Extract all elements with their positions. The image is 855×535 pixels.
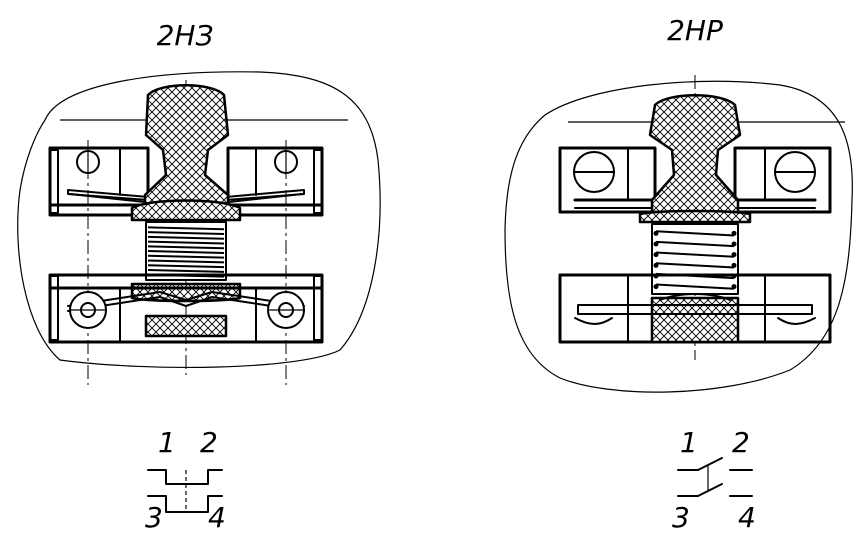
- spring-coil-end: [653, 262, 659, 268]
- spring-coil: [655, 251, 735, 258]
- right-title: 2НР: [667, 14, 723, 47]
- spring-coil-end: [653, 284, 659, 290]
- spring-coil-end: [731, 241, 737, 247]
- right-panel-2nr: 2НР: [504, 14, 853, 534]
- left-plunger: [143, 84, 230, 212]
- right-schematic-symbol: 1 2 3 4: [672, 426, 756, 534]
- spring-coil: [147, 264, 225, 269]
- spring-coil: [655, 240, 735, 248]
- left-terminal-2: 2: [200, 426, 218, 459]
- left-terminal-3: 3: [145, 501, 163, 530]
- right-terminal-3: 3: [672, 501, 690, 530]
- spring-coil-end: [653, 252, 659, 258]
- spring-coil-end: [731, 252, 737, 258]
- left-upper-moving-plate: [130, 199, 242, 222]
- spring-coil: [655, 283, 735, 290]
- spring-coil: [147, 254, 225, 259]
- spring-coil: [655, 262, 735, 269]
- left-terminal-4: 4: [208, 501, 226, 530]
- spring-coil-end: [731, 284, 737, 290]
- spring-coil: [147, 231, 225, 236]
- left-title: 2НЗ: [157, 19, 214, 52]
- right-upper-screws: [573, 151, 816, 193]
- left-schematic-symbol: 1 2 3 4: [145, 426, 226, 534]
- right-terminal-2: 2: [732, 426, 750, 459]
- left-break-outline: [17, 71, 381, 369]
- spring-coil: [147, 259, 225, 264]
- right-plunger: [648, 94, 742, 214]
- spring-coil: [147, 240, 225, 245]
- right-terminal-4: 4: [738, 501, 756, 530]
- spring-coil-end: [731, 230, 737, 236]
- left-upper-screws: [76, 150, 298, 174]
- left-panel-2nz: 2НЗ: [17, 19, 381, 534]
- spring-coil: [147, 235, 225, 240]
- right-terminal-1: 1: [680, 426, 698, 459]
- right-lower-contacts: [574, 293, 816, 325]
- left-lower-contacts: [67, 291, 305, 312]
- left-upper-bracket: [48, 146, 324, 217]
- left-lower-screws: [69, 291, 305, 329]
- spring-coil: [655, 230, 735, 237]
- spring-coil: [147, 245, 225, 250]
- left-spring: [145, 221, 227, 281]
- left-lower-bracket: [48, 273, 324, 344]
- right-upper-moving-plate: [638, 209, 752, 224]
- spring-coil: [147, 268, 225, 273]
- spring-coil: [147, 226, 225, 231]
- right-break-outline: [504, 80, 853, 393]
- spring-coil: [147, 250, 225, 254]
- left-terminal-1: 1: [158, 426, 176, 459]
- right-spring: [651, 223, 739, 295]
- spring-coil-end: [731, 262, 737, 268]
- spring-coil-end: [653, 241, 659, 247]
- spring-coil-end: [653, 230, 659, 236]
